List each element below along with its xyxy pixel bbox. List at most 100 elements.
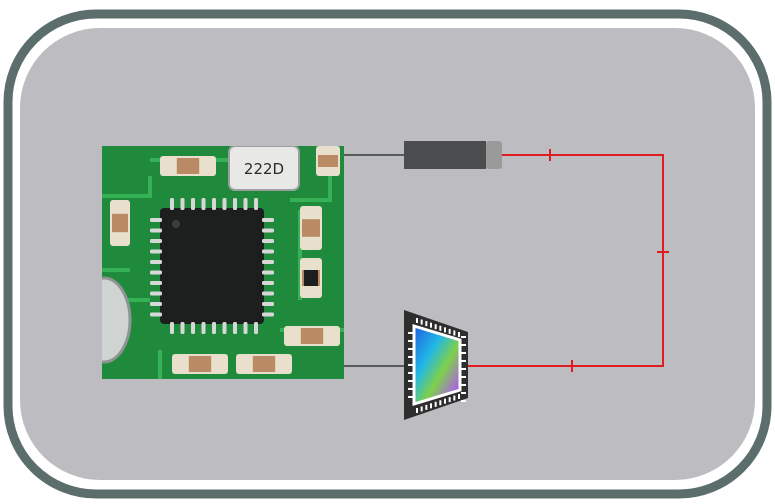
- ic-pin: [262, 249, 274, 254]
- image-sensor-pins: [408, 318, 466, 413]
- ic-pin: [170, 198, 174, 210]
- pcb-components: [110, 146, 340, 374]
- sensor-pin: [434, 324, 437, 330]
- sensor-pin: [461, 392, 466, 394]
- ic-pin: [262, 228, 274, 233]
- ic-pin: [201, 198, 206, 210]
- ic-pin: [222, 322, 227, 334]
- ic-pin: [150, 270, 162, 275]
- sensor-pin: [416, 318, 418, 323]
- ic-pin: [212, 198, 216, 210]
- sensor-pin: [408, 332, 413, 334]
- ic-pin: [233, 198, 237, 210]
- smd-component-body: [318, 155, 338, 167]
- sensor-pin: [425, 404, 428, 410]
- diode-body: [404, 141, 486, 169]
- sensor-pin: [439, 400, 442, 406]
- ic-pin: [222, 198, 227, 210]
- ic-pin: [191, 322, 195, 334]
- smd-component-body: [300, 328, 324, 344]
- ic-pin: [150, 302, 162, 306]
- sensor-pin: [408, 380, 413, 382]
- sensor-pin: [448, 328, 451, 334]
- ic-pin: [170, 322, 174, 334]
- red-circuit-wire: [468, 154, 664, 367]
- ic-pin1-dot: [172, 220, 180, 228]
- smd-component-dark: [304, 270, 318, 286]
- ic-pin: [180, 198, 185, 210]
- sensor-pin: [439, 325, 442, 331]
- sensor-pin: [461, 352, 466, 354]
- ic-pin: [262, 302, 274, 306]
- ic-pin: [262, 281, 274, 285]
- sensor-pin: [408, 372, 413, 374]
- ic-pin: [150, 228, 162, 233]
- sensor-pin: [444, 398, 446, 404]
- ic-pin: [150, 260, 162, 264]
- sensor-pin: [458, 332, 460, 337]
- ic-pin: [262, 291, 274, 296]
- pcb-inductor: [102, 276, 132, 364]
- sensor-pin: [461, 336, 466, 338]
- sensor-pin: [461, 360, 466, 362]
- sensor-pin: [461, 384, 466, 386]
- ic-pin: [243, 198, 248, 210]
- ic-pin: [212, 322, 216, 334]
- ic-pin: [150, 218, 162, 222]
- sensor-pin: [444, 327, 446, 333]
- image-sensor: [404, 310, 468, 420]
- ic-pin: [262, 239, 274, 243]
- smd-component-body: [302, 219, 320, 237]
- diode-band: [486, 141, 502, 169]
- smd-component-body: [252, 356, 276, 372]
- ic-pin: [150, 249, 162, 254]
- sensor-pin: [408, 348, 413, 350]
- ic-pin: [191, 198, 195, 210]
- sensor-pin: [408, 340, 413, 342]
- ic-pin: [150, 281, 162, 285]
- image-sensor-chip: [412, 323, 462, 407]
- sensor-pin: [461, 344, 466, 346]
- ic-pin: [262, 312, 274, 317]
- diode: [404, 141, 502, 169]
- sensor-pin: [453, 330, 456, 336]
- smd-component-body: [112, 213, 128, 233]
- ic-pin: [243, 322, 248, 334]
- pcb-main-ic: [160, 208, 264, 324]
- sensor-pin: [461, 400, 466, 402]
- ic-pin: [150, 291, 162, 296]
- ic-pin: [262, 218, 274, 222]
- smd-component-body: [188, 356, 212, 372]
- smd-component-body: [176, 158, 200, 174]
- ic-pin: [233, 322, 237, 334]
- ic-pins: [150, 198, 274, 334]
- chip-marking: 222D: [244, 160, 284, 178]
- sensor-pin: [416, 408, 418, 413]
- sensor-pin: [430, 322, 432, 328]
- ic-pin: [262, 260, 274, 264]
- sensor-pin: [430, 403, 432, 409]
- sensor-pin: [458, 394, 460, 399]
- ic-pin: [262, 270, 274, 275]
- ic-pin: [254, 198, 258, 210]
- ic-pin: [201, 322, 206, 334]
- ic-body: [160, 208, 264, 324]
- sensor-pin: [420, 319, 423, 325]
- sensor-pin: [434, 401, 437, 407]
- ic-pin: [150, 239, 162, 243]
- sensor-pin: [420, 406, 423, 412]
- sensor-pin: [448, 397, 451, 403]
- pcb-top-package: [228, 146, 300, 191]
- sensor-pin: [408, 364, 413, 366]
- pcb-board: 222D: [102, 146, 344, 379]
- ic-pin: [180, 322, 185, 334]
- sensor-pin: [461, 368, 466, 370]
- sensor-pin: [425, 321, 428, 327]
- ic-pin: [150, 312, 162, 317]
- sensor-pin: [408, 356, 413, 358]
- sensor-pin: [453, 395, 456, 401]
- sensor-pin: [408, 396, 413, 398]
- sensor-pin: [408, 388, 413, 390]
